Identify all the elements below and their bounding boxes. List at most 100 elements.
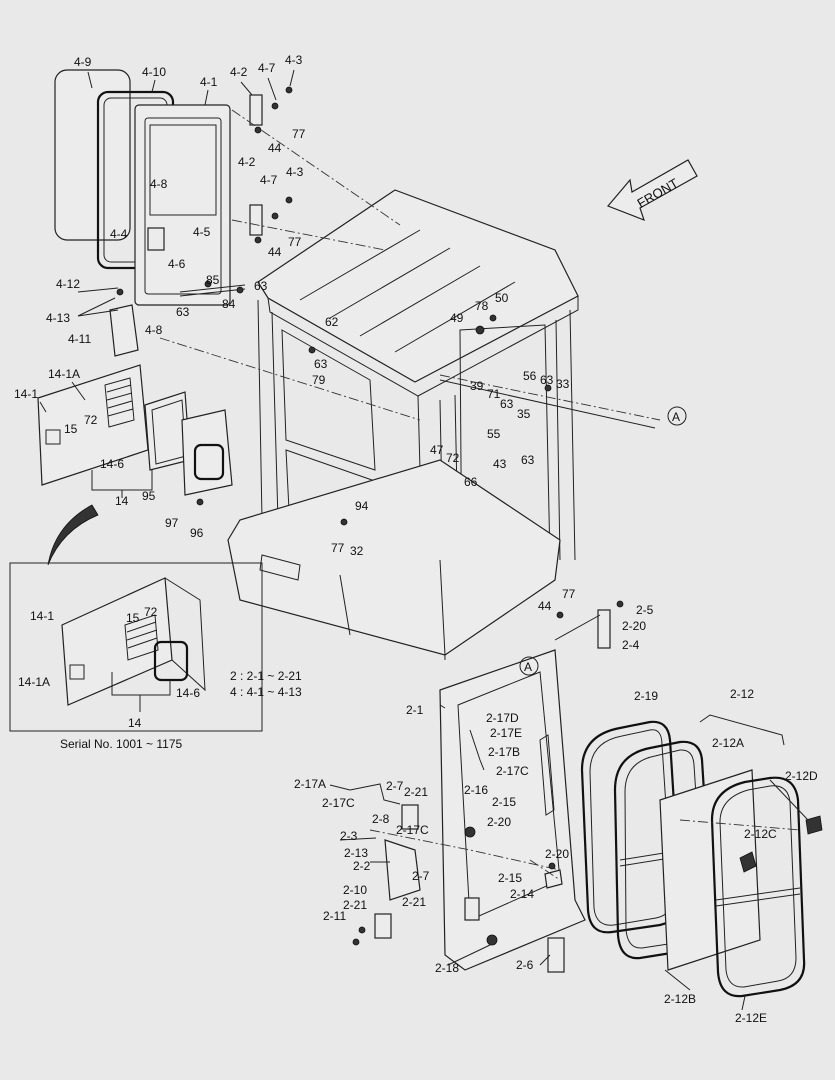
fasteners	[204, 86, 624, 946]
callout: 44	[538, 599, 552, 613]
front-arrow	[606, 159, 698, 222]
callout: 66	[464, 475, 478, 489]
callout: 2-15	[498, 871, 522, 885]
callout: 50	[495, 291, 509, 305]
callout: 2-7	[386, 779, 404, 793]
callout: 2-17E	[490, 726, 522, 740]
callout: 35	[517, 407, 531, 421]
callout: 79	[312, 373, 326, 387]
callout: 63	[176, 305, 190, 319]
lock-4-11	[109, 304, 139, 357]
ref-circle-label: A	[524, 660, 532, 674]
window-frame-4-1	[134, 104, 231, 306]
callout: 2-1	[406, 703, 424, 717]
callout: 62	[325, 315, 339, 329]
callout: 4-8	[150, 177, 168, 191]
callout: 2-7	[412, 869, 430, 883]
door-2-1	[349, 609, 611, 973]
callout: 2-13	[344, 846, 368, 860]
callout: 2-12D	[785, 769, 818, 783]
callout: 32	[350, 544, 364, 558]
callout: 14-1	[30, 609, 54, 623]
callout: 4-8	[145, 323, 163, 337]
callout: 2-5	[636, 603, 654, 617]
callout: 2-12B	[664, 992, 696, 1006]
callout: 72	[144, 605, 158, 619]
callout: 95	[142, 489, 156, 503]
callout: 77	[331, 541, 345, 555]
callout: 4-5	[193, 225, 211, 239]
callout: 2-17A	[294, 777, 326, 791]
callout: 4-3	[286, 165, 304, 179]
callout: 63	[521, 453, 535, 467]
callout: 4-11	[68, 332, 91, 346]
latch-2-12C	[739, 851, 757, 873]
callout: 4-9	[74, 55, 92, 69]
callout: 63	[540, 373, 554, 387]
ref-circle-a-body: A	[667, 406, 687, 426]
callout: 77	[562, 587, 576, 601]
block-2-12D	[805, 815, 823, 835]
callout: 56	[523, 369, 537, 383]
callout: 2-15	[492, 795, 516, 809]
callout: 2-19	[634, 689, 658, 703]
bracket-2-10	[374, 913, 392, 939]
center-lines	[159, 109, 801, 881]
callout: 2-20	[487, 815, 511, 829]
callout: 78	[475, 299, 489, 313]
callout: 71	[487, 387, 501, 401]
callout: 2-12A	[712, 736, 744, 750]
callout: 2-12	[730, 687, 754, 701]
callout: 85	[206, 273, 220, 287]
callout: 2-21	[404, 785, 428, 799]
callout: 77	[292, 127, 306, 141]
callout: 55	[487, 427, 501, 441]
callout: 4-2	[238, 155, 256, 169]
callout: 63	[254, 279, 268, 293]
callout: 4-2	[230, 65, 248, 79]
callout: 2-18	[435, 961, 459, 975]
callout: 4-6	[168, 257, 186, 271]
legend-line-1: 2 : 2-1 ~ 2-21	[230, 669, 302, 683]
callout: 4-13	[46, 311, 70, 325]
callout: 97	[165, 516, 179, 530]
callout: 33	[556, 377, 570, 391]
callout: 44	[268, 141, 282, 155]
callout: 2-11	[323, 909, 346, 923]
ref-circle-label: A	[672, 410, 680, 424]
callout: 96	[190, 526, 204, 540]
callout: 14	[128, 716, 142, 730]
callout: 4-12	[56, 277, 80, 291]
callout: 4-4	[110, 227, 128, 241]
callout-labels: 4-9 4-10 4-1 4-2 4-7 4-3 77 44 4-8 4-2 4…	[14, 53, 818, 1025]
callout: 2-17C	[322, 796, 355, 810]
callout: 44	[268, 245, 282, 259]
panel-2-2	[384, 839, 421, 901]
callout: 72	[446, 451, 460, 465]
callout: 14-6	[176, 686, 200, 700]
callout: 15	[126, 611, 140, 625]
inset-arrow	[47, 504, 99, 566]
callout: 2-12E	[735, 1011, 767, 1025]
window-glass-4-9	[54, 69, 131, 241]
callout: 4-7	[258, 61, 276, 75]
window-group-2-12	[580, 714, 823, 998]
bolt-96	[196, 498, 204, 506]
callout: 4-10	[142, 65, 166, 79]
hinge-2-4	[597, 609, 611, 649]
callout: 39	[470, 379, 484, 393]
callout: 2-2	[353, 859, 371, 873]
cab-body	[227, 189, 579, 661]
filter-group-14	[37, 364, 233, 506]
leader-lines	[39, 69, 809, 1011]
filter-cap-97	[181, 409, 233, 496]
callout: 2-8	[372, 812, 390, 826]
callout: 4-3	[285, 53, 303, 67]
latch-4-4	[147, 227, 165, 251]
hinge-4-2-upper	[249, 94, 263, 126]
callout: 43	[493, 457, 507, 471]
callout: 2-16	[464, 783, 488, 797]
bracket-2-8	[401, 804, 419, 830]
